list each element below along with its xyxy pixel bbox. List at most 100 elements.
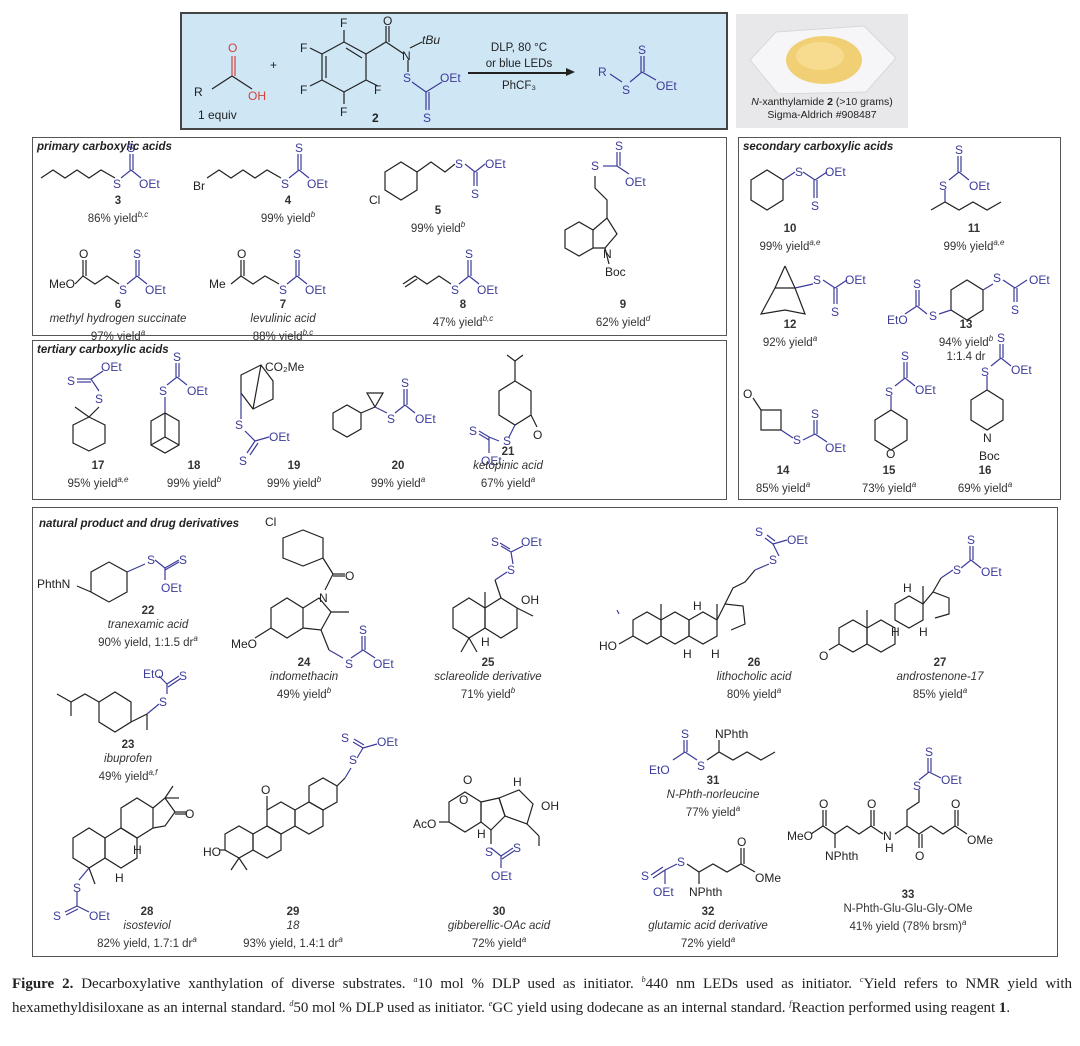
bond xyxy=(500,847,514,857)
bond xyxy=(270,597,304,639)
atom-label: O xyxy=(185,807,194,821)
atom-label: H xyxy=(711,647,720,661)
bond xyxy=(70,693,100,703)
atom-label: S xyxy=(401,376,409,390)
atom-label: OEt xyxy=(1011,363,1032,377)
atom-label: O xyxy=(743,387,752,401)
bond xyxy=(252,364,262,410)
bond xyxy=(56,693,72,716)
atom-label: S xyxy=(939,179,947,193)
bond xyxy=(474,163,486,173)
atom-label: PhthN xyxy=(37,577,70,591)
bond xyxy=(332,404,362,438)
bond xyxy=(784,265,796,289)
atom-label: OEt xyxy=(89,909,110,923)
atom-label: S xyxy=(341,731,349,745)
bond xyxy=(750,169,784,211)
bond xyxy=(904,377,916,387)
bond xyxy=(686,863,756,873)
atom-label: H xyxy=(683,647,692,661)
atom-label: O xyxy=(79,247,88,261)
bond xyxy=(166,675,180,685)
reagent-ref: 1 xyxy=(998,1000,1007,1016)
atom-label: H xyxy=(891,625,900,639)
bond xyxy=(468,275,480,285)
atom-label: H xyxy=(115,871,124,885)
bond xyxy=(238,857,248,871)
bond xyxy=(510,545,524,553)
bond xyxy=(294,801,324,835)
bond xyxy=(126,275,138,285)
atom-label: S xyxy=(795,165,803,179)
o-atom: O xyxy=(383,14,392,28)
carbonyl-o: O xyxy=(228,41,237,55)
tbu-group: tBu xyxy=(422,33,440,47)
bond xyxy=(604,247,610,265)
bond xyxy=(176,376,188,386)
bond xyxy=(78,867,90,881)
atom-label: S xyxy=(901,349,909,363)
atom-label: OEt xyxy=(653,885,674,899)
bond xyxy=(206,169,282,179)
atom-label: O xyxy=(261,783,270,797)
reaction-arrow xyxy=(468,72,570,74)
bond xyxy=(970,559,982,569)
s-atom: S xyxy=(638,43,646,57)
atom-label: MeO xyxy=(787,829,813,843)
atom-label: S xyxy=(677,855,685,869)
bond xyxy=(126,563,146,573)
bond xyxy=(230,857,240,871)
atom-label: H xyxy=(919,625,928,639)
bond xyxy=(814,171,828,181)
atom-label: S xyxy=(159,695,167,709)
atom-label: OEt xyxy=(373,657,394,671)
bond xyxy=(499,542,511,550)
bond xyxy=(918,771,930,781)
atom-label: S xyxy=(491,535,499,549)
bond xyxy=(618,635,634,645)
atom-label: AcO xyxy=(413,817,436,831)
atom-label: OEt xyxy=(145,283,166,297)
reagent-number: 2 xyxy=(372,111,379,125)
bond xyxy=(324,573,334,591)
bond xyxy=(516,607,534,617)
bond xyxy=(752,397,762,411)
atom-label: OEt xyxy=(625,175,646,189)
bond xyxy=(365,41,387,55)
bond xyxy=(948,171,960,181)
bond xyxy=(822,279,836,289)
weigh-boat-photo xyxy=(749,25,897,94)
bond xyxy=(802,171,816,181)
bond xyxy=(508,424,516,438)
bond xyxy=(336,777,346,787)
bond xyxy=(780,429,794,439)
atom-label: S xyxy=(513,841,521,855)
atom-label: S xyxy=(993,271,1001,285)
bond xyxy=(72,416,106,452)
bond xyxy=(660,611,690,645)
s-atom: S xyxy=(622,83,630,97)
bond xyxy=(362,649,376,659)
condition-solvent: PhCF₃ xyxy=(501,80,537,92)
bond xyxy=(500,545,512,553)
atom-label: Boc xyxy=(605,265,626,279)
atom-label: OEt xyxy=(915,383,936,397)
atom-label: S xyxy=(359,623,367,637)
bond xyxy=(810,825,884,835)
atom-label: S xyxy=(173,350,181,364)
bond xyxy=(152,797,176,829)
atom-label: O xyxy=(819,649,828,663)
atom-label: S xyxy=(831,305,839,319)
bond xyxy=(530,414,538,428)
atom-label: O xyxy=(463,773,472,787)
atom-label: S xyxy=(615,139,623,153)
